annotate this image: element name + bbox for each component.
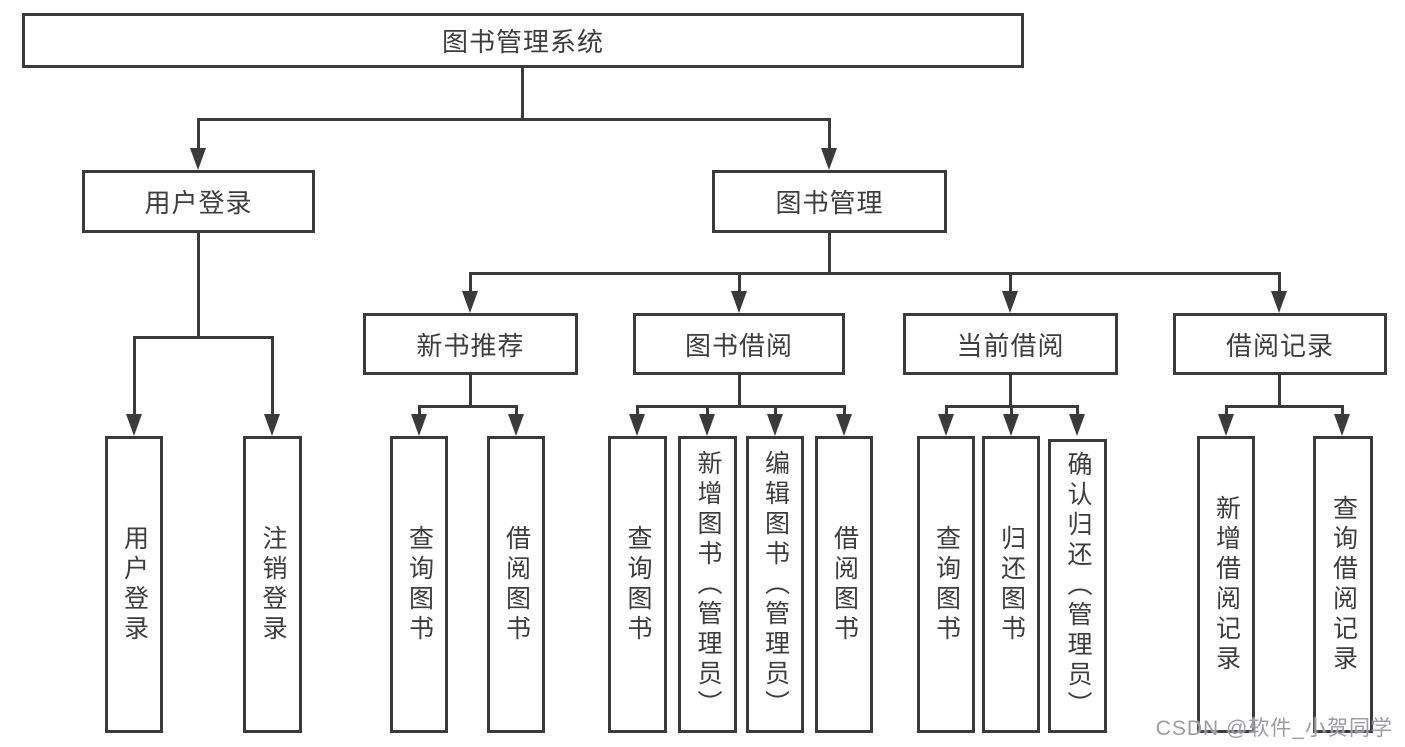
node-label: 查询图书 [932, 524, 961, 645]
node-label: 新书推荐 [416, 330, 525, 361]
connector-drop [1009, 272, 1012, 294]
node-user-login: 用户登录 [82, 170, 315, 233]
node-label: 确认归还（管理员） [1064, 451, 1092, 721]
connector-drop [1225, 405, 1228, 417]
node-leaf-logout: 注销登录 [243, 436, 302, 733]
node-label: 查询图书 [405, 524, 434, 645]
connector-drop [1076, 405, 1079, 417]
node-borrowing-records: 借阅记录 [1173, 313, 1387, 375]
connector-arrowhead [411, 414, 427, 436]
connector-drop [1341, 405, 1344, 417]
node-leaf-borrow-books: 借阅图书 [815, 436, 873, 733]
node-label: 借阅图书 [830, 524, 859, 645]
node-label: 新增图书（管理员） [694, 449, 722, 720]
connector-current-stem [1009, 372, 1012, 408]
connector-newbook-stem [469, 372, 472, 408]
connector-drop [418, 405, 421, 417]
connector-arrowhead [629, 414, 645, 436]
node-leaf-add-books-admin: 新增图书（管理员） [678, 436, 737, 733]
connector-drop [945, 405, 948, 417]
connector-mgmt-bus [469, 272, 1281, 275]
connector-arrowhead [462, 291, 478, 313]
connector-arrowhead [1334, 414, 1350, 436]
node-label: 借阅图书 [502, 524, 531, 645]
connector-arrowhead [821, 148, 837, 170]
connector-records-bus [1225, 405, 1344, 408]
node-leaf-confirm-return-admin: 确认归还（管理员） [1048, 439, 1107, 733]
connector-drop [843, 405, 846, 417]
node-leaf-query-books-current: 查询图书 [917, 436, 975, 733]
node-book-management: 图书管理 [712, 170, 947, 233]
node-leaf-add-borrow-record: 新增借阅记录 [1197, 436, 1255, 733]
node-label: 图书管理系统 [441, 27, 604, 57]
node-label: 归还图书 [997, 524, 1026, 645]
connector-drop [515, 405, 518, 417]
node-current-borrowing: 当前借阅 [903, 313, 1118, 375]
node-label: 注销登录 [259, 524, 287, 645]
node-label: 查询图书 [624, 524, 652, 645]
connector-drop [636, 405, 639, 417]
connector-arrowhead [264, 414, 280, 436]
node-leaf-query-books-borrow: 查询图书 [608, 436, 667, 733]
connector-arrowhead [1003, 414, 1019, 436]
node-leaf-return-books: 归还图书 [982, 436, 1040, 733]
node-label: 图书借阅 [684, 330, 793, 361]
connector-arrowhead [1002, 291, 1018, 313]
connector-drop [271, 336, 274, 418]
node-label: 当前借阅 [956, 330, 1065, 361]
connector-login-stem [197, 231, 200, 338]
connector-drop-user-login [197, 118, 200, 152]
connector-drop [706, 405, 709, 417]
connector-arrowhead [1271, 291, 1287, 313]
node-label: 编辑图书（管理员） [761, 449, 790, 720]
connector-drop [133, 336, 136, 418]
connector-arrowhead [190, 148, 206, 170]
connector-borrow-stem [738, 372, 741, 408]
node-label: 查询借阅记录 [1329, 494, 1358, 675]
node-label: 图书管理 [775, 188, 884, 218]
node-leaf-query-books-newbook: 查询图书 [390, 436, 448, 733]
connector-arrowhead [1069, 414, 1085, 436]
connector-root-stem [521, 66, 524, 120]
connector-newbook-bus [418, 405, 518, 408]
connector-arrowhead [938, 414, 954, 436]
connector-arrowhead [699, 414, 715, 436]
connector-arrowhead [836, 414, 852, 436]
connector-drop [738, 272, 741, 294]
node-book-borrowing: 图书借阅 [633, 313, 845, 375]
connector-root-bus [197, 118, 831, 121]
node-label: 新增借阅记录 [1212, 494, 1241, 675]
connector-arrowhead [767, 414, 783, 436]
node-leaf-user-login: 用户登录 [105, 436, 163, 733]
node-new-book-recommendation: 新书推荐 [363, 313, 578, 375]
connector-drop [774, 405, 777, 417]
connector-login-bus [133, 336, 274, 339]
connector-borrow-bus [636, 405, 846, 408]
connector-arrowhead [508, 414, 524, 436]
node-library-management-system: 图书管理系统 [22, 13, 1024, 68]
node-leaf-borrow-books-newbook: 借阅图书 [487, 436, 545, 733]
connector-arrowhead [126, 414, 142, 436]
node-leaf-edit-books-admin: 编辑图书（管理员） [746, 436, 804, 733]
connector-drop [1278, 272, 1281, 294]
csdn-watermark: CSDN @软件_小贺同学 [1155, 717, 1393, 740]
connector-mgmt-stem [828, 231, 831, 274]
connector-drop-book-mgmt [828, 118, 831, 152]
connector-arrowhead [731, 291, 747, 313]
connector-drop [469, 272, 472, 294]
node-leaf-query-borrow-record: 查询借阅记录 [1313, 436, 1373, 733]
connector-arrowhead [1218, 414, 1234, 436]
node-label: 借阅记录 [1225, 330, 1334, 361]
connector-drop [1010, 405, 1013, 417]
connector-records-stem [1278, 372, 1281, 408]
node-label: 用户登录 [144, 188, 253, 218]
node-label: 用户登录 [120, 524, 149, 645]
